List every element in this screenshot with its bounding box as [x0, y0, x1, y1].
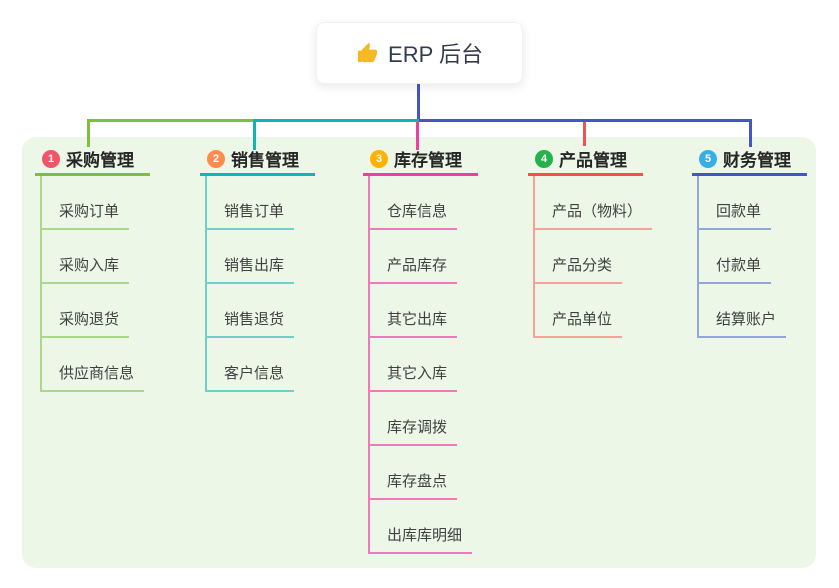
mindmap-child-node[interactable]: 仓库信息	[370, 176, 458, 230]
mindmap-child-node[interactable]: 库存盘点	[370, 446, 458, 500]
mindmap-child-node[interactable]: 其它入库	[370, 338, 458, 392]
branch-number-badge: 3	[370, 149, 388, 168]
connector-drop-inventory	[416, 122, 419, 150]
mindmap-child-node[interactable]: 产品库存	[370, 230, 458, 284]
branch-title: 采购管理	[66, 151, 134, 170]
mindmap-child-node[interactable]: 采购订单	[42, 176, 130, 230]
connector-root-vertical	[417, 84, 420, 121]
branch-node-finance[interactable]: 5 财务管理	[692, 144, 807, 176]
branch-children-list: 采购订单采购入库采购退货供应商信息	[40, 176, 145, 392]
mindmap-child-node[interactable]: 销售出库	[207, 230, 295, 284]
branch-sales: 2 销售管理 销售订单销售出库销售退货客户信息	[200, 144, 315, 392]
connector-drop-finance	[749, 119, 752, 147]
mindmap-child-node[interactable]: 采购入库	[42, 230, 130, 284]
mindmap-child-node[interactable]: 采购退货	[42, 284, 130, 338]
branch-purchase: 1 采购管理 采购订单采购入库采购退货供应商信息	[35, 144, 150, 392]
branch-children-list: 产品（物料）产品分类产品单位	[533, 176, 653, 338]
branch-inventory: 3 库存管理 仓库信息产品库存其它出库其它入库库存调拨库存盘点出库库明细	[363, 144, 478, 554]
connector-drop-purchase	[87, 119, 90, 147]
connector-horizontal-blue	[419, 119, 752, 122]
branch-number-badge: 1	[42, 149, 60, 168]
mindmap-child-node[interactable]: 其它出库	[370, 284, 458, 338]
branch-product: 4 产品管理 产品（物料）产品分类产品单位	[528, 144, 653, 338]
mindmap-child-node[interactable]: 付款单	[699, 230, 772, 284]
branch-title: 库存管理	[394, 151, 462, 170]
connector-drop-sales	[253, 119, 256, 150]
mindmap-child-node[interactable]: 产品（物料）	[535, 176, 653, 230]
mindmap-child-node[interactable]: 产品分类	[535, 230, 623, 284]
connector-horizontal-teal	[254, 119, 419, 122]
mindmap-child-node[interactable]: 产品单位	[535, 284, 623, 338]
connector-horizontal-green	[87, 119, 254, 122]
branch-children-list: 销售订单销售出库销售退货客户信息	[205, 176, 295, 392]
branch-title: 财务管理	[723, 151, 791, 170]
mindmap-child-node[interactable]: 供应商信息	[42, 338, 145, 392]
branch-number-badge: 2	[207, 149, 225, 168]
branch-node-sales[interactable]: 2 销售管理	[200, 144, 315, 176]
mindmap-child-node[interactable]: 库存调拨	[370, 392, 458, 446]
branch-node-inventory[interactable]: 3 库存管理	[363, 144, 478, 176]
branch-children-list: 仓库信息产品库存其它出库其它入库库存调拨库存盘点出库库明细	[368, 176, 473, 554]
branch-number-badge: 5	[699, 149, 717, 168]
mindmap-child-node[interactable]: 回款单	[699, 176, 772, 230]
branch-node-product[interactable]: 4 产品管理	[528, 144, 643, 176]
mindmap-child-node[interactable]: 销售退货	[207, 284, 295, 338]
branch-title: 产品管理	[559, 151, 627, 170]
mindmap-child-node[interactable]: 客户信息	[207, 338, 295, 392]
mindmap-child-node[interactable]: 结算账户	[699, 284, 787, 338]
mindmap-child-node[interactable]: 出库库明细	[370, 500, 473, 554]
branch-title: 销售管理	[231, 151, 299, 170]
branch-finance: 5 财务管理 回款单付款单结算账户	[692, 144, 807, 338]
branch-node-purchase[interactable]: 1 采购管理	[35, 144, 150, 176]
mindmap-background-panel	[22, 137, 816, 568]
branch-children-list: 回款单付款单结算账户	[697, 176, 787, 338]
mindmap-child-node[interactable]: 销售订单	[207, 176, 295, 230]
root-node[interactable]: ERP 后台	[316, 22, 523, 84]
connector-drop-product	[583, 122, 586, 146]
thumbs-up-icon	[356, 42, 379, 65]
branch-number-badge: 4	[535, 149, 553, 168]
root-node-label: ERP 后台	[388, 42, 483, 67]
